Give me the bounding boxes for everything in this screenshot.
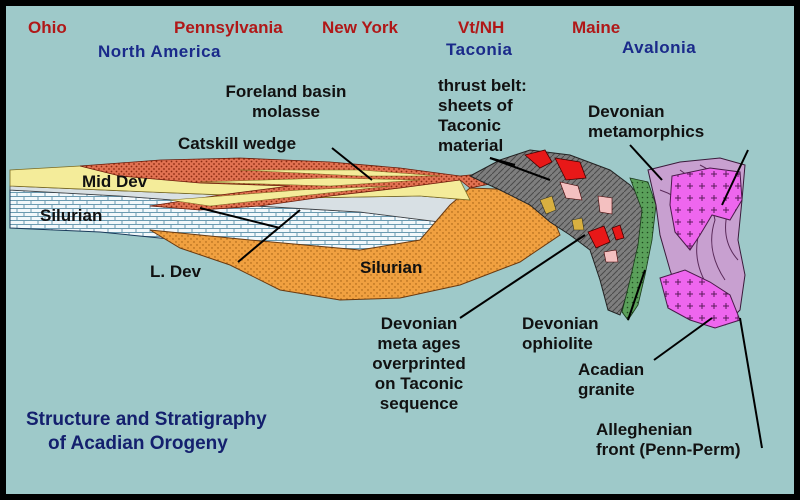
gold-blocks — [539, 195, 585, 231]
ophiolite-line-1: Devonian — [522, 314, 599, 333]
allegh-line-2: front (Penn-Perm) — [596, 440, 741, 459]
thrust-leader-line-2 — [489, 157, 551, 181]
label-devonian-metamorphics: Devonian metamorphics — [588, 102, 704, 142]
silurian-orange-body — [149, 187, 561, 301]
thrust-line-1: thrust belt: — [438, 76, 527, 95]
catskill-fingers — [169, 169, 441, 207]
ophiolite-line-2: ophiolite — [522, 334, 593, 353]
metaages-line-3: overprinted — [372, 354, 466, 373]
pink-blocks — [559, 181, 619, 263]
leader-lines — [199, 144, 763, 449]
label-meta-ages: Devonian meta ages overprinted on Taconi… — [364, 314, 474, 414]
label-foreland-basin: Foreland basin molasse — [216, 82, 356, 122]
region-vt-nh: Vt/NH — [458, 18, 505, 37]
red-blocks — [524, 149, 625, 249]
granite-line-2: granite — [578, 380, 635, 399]
region-maine: Maine — [572, 18, 621, 37]
metamorphics-leader-line — [629, 144, 663, 181]
label-silurian-center: Silurian — [360, 258, 423, 277]
thrust-line-3: Taconic — [438, 116, 501, 135]
granite-leader-line — [653, 317, 713, 361]
metaages-line-5: sequence — [379, 394, 459, 413]
silurian-left-leader-line — [199, 207, 281, 229]
metaages-line-2: meta ages — [377, 334, 461, 353]
devmeta-line-2: metamorphics — [588, 122, 705, 141]
allegh-line-1: Alleghenian — [596, 420, 693, 439]
title-line-2: of Acadian Orogeny — [48, 433, 228, 454]
alleghenian-leader-line-top — [721, 149, 749, 206]
granite-line-1: Acadian — [578, 360, 645, 379]
meta-ages-leader-line — [459, 234, 586, 319]
label-l-dev: L. Dev — [150, 262, 202, 281]
thrust-line-2: sheets of — [438, 96, 513, 115]
label-catskill-wedge: Catskill wedge — [178, 134, 297, 153]
terrane-avalonia: Avalonia — [622, 38, 697, 57]
diagram-title: Structure and Stratigraphy of Acadian Or… — [26, 408, 267, 456]
label-mid-dev: Mid Dev — [82, 172, 148, 191]
terrane-taconia: Taconia — [446, 40, 513, 59]
title-line-1: Structure and Stratigraphy — [26, 409, 267, 430]
alleghenian-leader-line — [739, 317, 763, 449]
label-thrust-belt: thrust belt: sheets of Taconic material — [438, 76, 527, 156]
metaages-line-4: on Taconic — [374, 374, 464, 393]
catskill-leader-line — [331, 147, 373, 181]
label-acadian-granite: Acadian granite — [578, 360, 644, 400]
label-devonian-ophiolite: Devonian ophiolite — [522, 314, 599, 354]
ophiolite-leader-line — [627, 269, 646, 321]
region-new-york: New York — [322, 18, 398, 37]
thrust-line-4: material — [438, 136, 504, 155]
label-silurian-left: Silurian — [40, 206, 103, 225]
label-alleghenian-front: Alleghenian front (Penn-Perm) — [596, 420, 741, 460]
foreland-line-1: Foreland basin — [225, 82, 347, 101]
devmeta-line-1: Devonian — [588, 102, 665, 121]
region-ohio: Ohio — [28, 18, 67, 37]
metaages-line-1: Devonian — [380, 314, 458, 333]
foreland-line-2: molasse — [251, 102, 321, 121]
region-pennsylvania: Pennsylvania — [174, 18, 283, 37]
terrane-north-america: North America — [98, 42, 222, 61]
ldev-leader-line — [237, 209, 301, 263]
